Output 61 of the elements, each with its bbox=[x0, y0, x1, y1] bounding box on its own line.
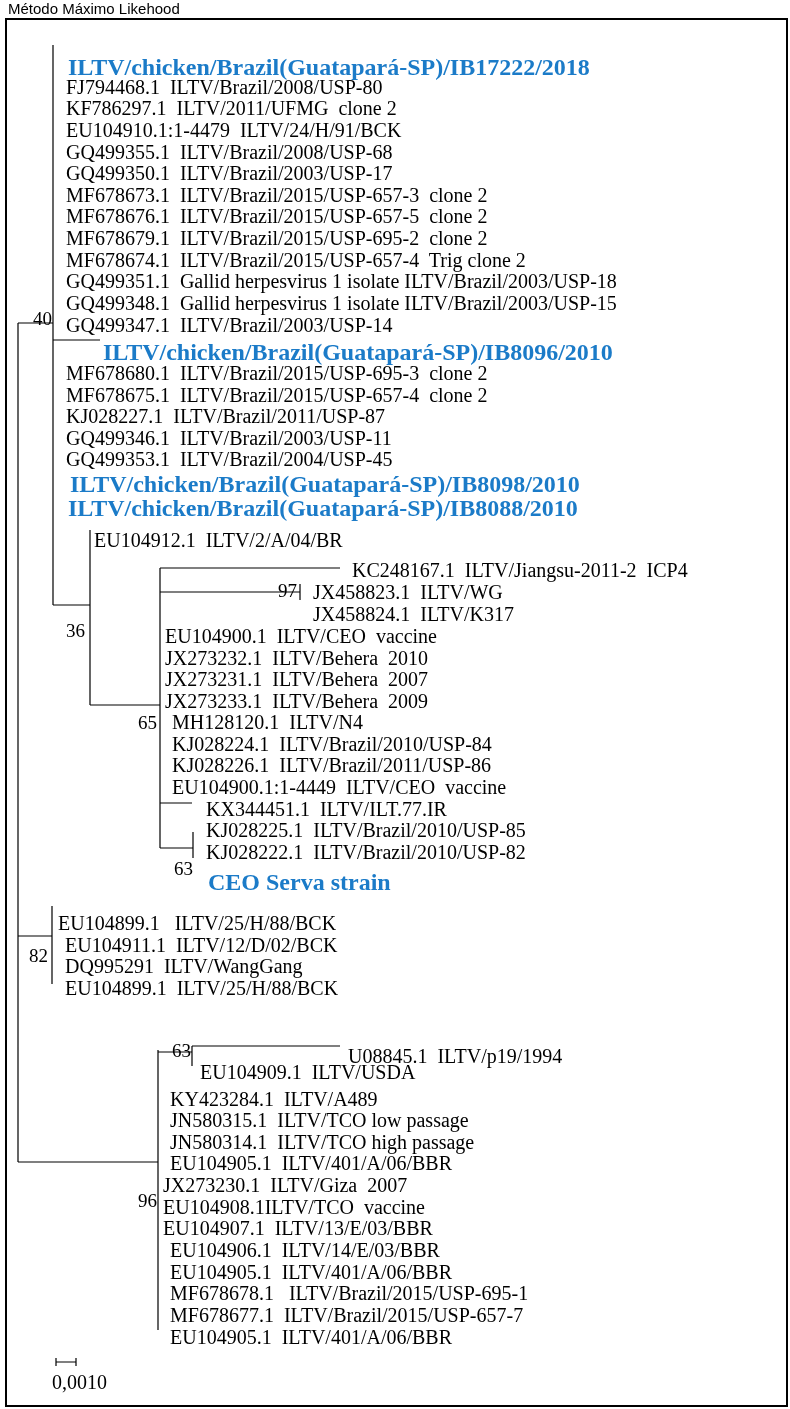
taxon-label: KJ028225.1 ILTV/Brazil/2010/USP-85 bbox=[206, 820, 526, 840]
taxon-label: MH128120.1 ILTV/N4 bbox=[172, 712, 363, 732]
taxon-label: MF678673.1 ILTV/Brazil/2015/USP-657-3 clone 2 bbox=[66, 185, 488, 205]
taxon-label: JN580315.1 ILTV/TCO low passage bbox=[170, 1110, 469, 1130]
bootstrap-value: 40 bbox=[33, 308, 52, 328]
bootstrap-value: 96 bbox=[138, 1190, 157, 1210]
taxon-label: EU104899.1 ILTV/25/H/88/BCK bbox=[65, 978, 339, 998]
taxon-label: EU104905.1 ILTV/401/A/06/BBR bbox=[170, 1153, 453, 1173]
taxon-label: JX458823.1 ILTV/WG bbox=[313, 582, 503, 602]
taxon-label: KF786297.1 ILTV/2011/UFMG clone 2 bbox=[66, 98, 397, 118]
taxon-label: EU104900.1 ILTV/CEO vaccine bbox=[165, 626, 437, 646]
bootstrap-value: 65 bbox=[138, 712, 157, 732]
bootstrap-value: 36 bbox=[66, 620, 85, 640]
taxon-label: EU104911.1 ILTV/12/D/02/BCK bbox=[65, 935, 338, 955]
taxon-label: MF678675.1 ILTV/Brazil/2015/USP-657-4 clone 2 bbox=[66, 385, 488, 405]
scale-label: 0,0010 bbox=[52, 1372, 107, 1392]
taxon-label: EU104910.1:1-4479 ILTV/24/H/91/BCK bbox=[66, 120, 402, 140]
taxon-label: MF678679.1 ILTV/Brazil/2015/USP-695-2 clone 2 bbox=[66, 228, 488, 248]
taxon-label: KC248167.1 ILTV/Jiangsu-2011-2 ICP4 bbox=[352, 560, 688, 580]
taxon-label: ILTV/chicken/Brazil(Guatapará-SP)/IB17222/2018 bbox=[68, 55, 590, 79]
taxon-label: JX273233.1 ILTV/Behera 2009 bbox=[165, 691, 429, 711]
taxon-label: KY423284.1 ILTV/A489 bbox=[170, 1089, 378, 1109]
taxon-label: GQ499347.1 ILTV/Brazil/2003/USP-14 bbox=[66, 315, 393, 335]
bootstrap-value: 97 bbox=[278, 580, 297, 600]
taxon-label: GQ499355.1 ILTV/Brazil/2008/USP-68 bbox=[66, 142, 393, 162]
taxon-label: DQ995291 ILTV/WangGang bbox=[65, 956, 303, 976]
taxon-label: JX273232.1 ILTV/Behera 2010 bbox=[165, 648, 429, 668]
taxon-label: ILTV/chicken/Brazil(Guatapará-SP)/IB8088/2010 bbox=[68, 496, 578, 520]
taxon-label: EU104907.1 ILTV/13/E/03/BBR bbox=[163, 1218, 433, 1238]
taxon-label: KJ028222.1 ILTV/Brazil/2010/USP-82 bbox=[206, 842, 526, 862]
taxon-label: EU104906.1 ILTV/14/E/03/BBR bbox=[170, 1240, 440, 1260]
taxon-label: KJ028227.1 ILTV/Brazil/2011/USP-87 bbox=[66, 406, 386, 426]
taxon-label: ILTV/chicken/Brazil(Guatapará-SP)/IB8098/2010 bbox=[70, 472, 580, 496]
taxon-label: MF678674.1 ILTV/Brazil/2015/USP-657-4 Trig clone 2 bbox=[66, 250, 526, 270]
taxon-label: EU104905.1 ILTV/401/A/06/BBR bbox=[170, 1262, 453, 1282]
taxon-label: KX344451.1 ILTV/ILT.77.IR bbox=[206, 799, 447, 819]
taxon-label: EU104905.1 ILTV/401/A/06/BBR bbox=[170, 1327, 453, 1347]
taxon-label: JX458824.1 ILTV/K317 bbox=[313, 604, 514, 624]
bootstrap-value: 82 bbox=[29, 945, 48, 965]
taxon-label: CEO Serva strain bbox=[208, 870, 391, 894]
taxon-label: MF678677.1 ILTV/Brazil/2015/USP-657-7 bbox=[170, 1305, 524, 1325]
taxon-label: GQ499346.1 ILTV/Brazil/2003/USP-11 bbox=[66, 428, 392, 448]
taxon-label: GQ499350.1 ILTV/Brazil/2003/USP-17 bbox=[66, 163, 393, 183]
taxon-label: KJ028224.1 ILTV/Brazil/2010/USP-84 bbox=[172, 734, 492, 754]
taxon-label: MF678678.1 ILTV/Brazil/2015/USP-695-1 bbox=[170, 1283, 529, 1303]
taxon-label: EU104912.1 ILTV/2/A/04/BR bbox=[94, 530, 343, 550]
taxon-label: EU104908.1ILTV/TCO vaccine bbox=[163, 1197, 425, 1217]
taxon-label: MF678676.1 ILTV/Brazil/2015/USP-657-5 clone 2 bbox=[66, 206, 488, 226]
taxon-label: GQ499351.1 Gallid herpesvirus 1 isolate ILTV/Brazil/2003/USP-18 bbox=[66, 271, 617, 291]
taxon-label: EU104900.1:1-4449 ILTV/CEO vaccine bbox=[172, 777, 507, 797]
bootstrap-value: 63 bbox=[172, 1040, 191, 1060]
taxon-label: ILTV/chicken/Brazil(Guatapará-SP)/IB8096/2010 bbox=[103, 340, 613, 364]
bootstrap-value: 63 bbox=[174, 858, 193, 878]
taxon-label: GQ499348.1 Gallid herpesvirus 1 isolate ILTV/Brazil/2003/USP-15 bbox=[66, 293, 617, 313]
taxon-label: JN580314.1 ILTV/TCO high passage bbox=[170, 1132, 475, 1152]
taxon-label: JX273231.1 ILTV/Behera 2007 bbox=[165, 669, 429, 689]
title: Método Máximo Likehood bbox=[8, 1, 180, 16]
taxon-label: JX273230.1 ILTV/Giza 2007 bbox=[163, 1175, 408, 1195]
taxon-label: GQ499353.1 ILTV/Brazil/2004/USP-45 bbox=[66, 449, 393, 469]
taxon-label: EU104899.1 ILTV/25/H/88/BCK bbox=[58, 913, 337, 933]
taxon-label: KJ028226.1 ILTV/Brazil/2011/USP-86 bbox=[172, 755, 492, 775]
